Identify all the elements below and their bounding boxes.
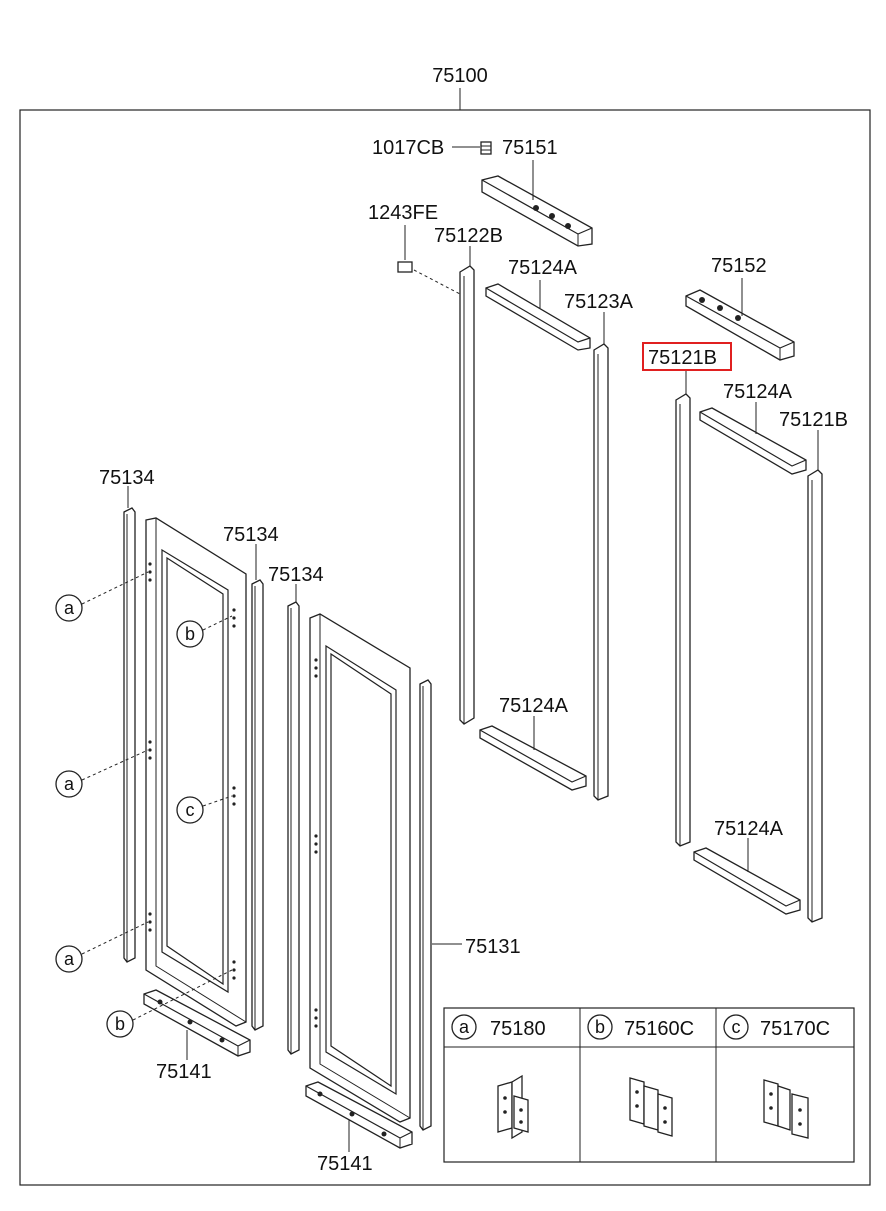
callout-a-1: a xyxy=(55,571,149,622)
svg-text:b: b xyxy=(185,624,195,644)
legend-part-b: 75160C xyxy=(624,1018,694,1040)
callout-a-3: a xyxy=(55,921,149,973)
post-75121B-left: 75121B xyxy=(642,342,732,847)
svg-text:a: a xyxy=(64,949,75,969)
rail-75124A-right-top: 75124A xyxy=(699,381,807,475)
callout-c-1: c xyxy=(176,795,233,824)
label-75124A-mid: 75124A xyxy=(499,695,569,717)
label-75122B: 75122B xyxy=(434,225,503,247)
label-75141-right: 75141 xyxy=(317,1153,373,1175)
legend-cell-b: b 75160C xyxy=(587,1014,694,1137)
label-75124A-right-bottom: 75124A xyxy=(714,818,784,840)
svg-text:a: a xyxy=(64,774,75,794)
bracket-75141-left: 75141 xyxy=(143,989,251,1083)
bracket-75152: 75152 xyxy=(685,255,795,361)
label-75151: 75151 xyxy=(502,137,558,159)
callout-b-2: b xyxy=(106,969,233,1038)
callout-b-1: b xyxy=(176,615,233,648)
strip-75134-right: 75134 xyxy=(268,564,324,1055)
hinge-legend-table: a 75180 b 75160C xyxy=(443,1007,855,1163)
label-75134-b: 75134 xyxy=(223,524,279,546)
post-75122B: 75122B xyxy=(434,225,503,725)
legend-part-c: 75170C xyxy=(760,1018,830,1040)
door-panel-right: 75131 xyxy=(309,613,521,1131)
screw-1017CB: 1017CB xyxy=(372,137,492,159)
label-75141-left: 75141 xyxy=(156,1061,212,1083)
callout-a-2: a xyxy=(55,749,149,798)
legend-cell-a: a 75180 xyxy=(451,1014,546,1140)
label-75134-c: 75134 xyxy=(268,564,324,586)
legend-part-a: 75180 xyxy=(490,1018,546,1040)
rail-75124A-top: 75124A xyxy=(485,257,591,351)
rail-75124A-mid: 75124A xyxy=(479,695,587,791)
svg-text:a: a xyxy=(64,598,75,618)
legend-cell-c: c 75170C xyxy=(723,1014,830,1139)
hinge-a-icon xyxy=(497,1074,529,1140)
bracket-75151: 75151 xyxy=(481,137,593,247)
label-75124A-right-top: 75124A xyxy=(723,381,793,403)
highlight-box xyxy=(642,342,732,371)
svg-text:c: c xyxy=(186,800,195,820)
label-75152: 75152 xyxy=(711,255,767,277)
svg-text:c: c xyxy=(732,1017,741,1037)
assembly-frame: 75100 xyxy=(19,65,871,1186)
assembly-number-label: 75100 xyxy=(432,65,488,87)
hinge-c-icon xyxy=(763,1079,809,1139)
svg-text:b: b xyxy=(595,1017,605,1037)
label-75121B-left: 75121B xyxy=(648,347,717,369)
svg-text:b: b xyxy=(115,1014,125,1034)
strip-75134-middle: 75134 xyxy=(223,524,279,1031)
strip-75134-left: 75134 xyxy=(99,467,155,963)
label-75121B-right: 75121B xyxy=(779,409,848,431)
hinge-b-icon xyxy=(629,1077,673,1137)
label-75124A-top: 75124A xyxy=(508,257,578,279)
door-panel-left xyxy=(145,517,247,1027)
screw-1243FE: 1243FE xyxy=(368,202,461,295)
post-75123A: 75123A xyxy=(564,291,634,801)
rail-75124A-right-bottom: 75124A xyxy=(693,818,801,915)
post-75121B-right: 75121B xyxy=(779,409,848,923)
label-75131: 75131 xyxy=(465,936,521,958)
label-1243FE: 1243FE xyxy=(368,202,438,224)
label-1017CB: 1017CB xyxy=(372,137,444,159)
bracket-75141-right: 75141 xyxy=(305,1081,413,1175)
label-75134-a: 75134 xyxy=(99,467,155,489)
label-75123A: 75123A xyxy=(564,291,634,313)
svg-text:a: a xyxy=(459,1017,470,1037)
